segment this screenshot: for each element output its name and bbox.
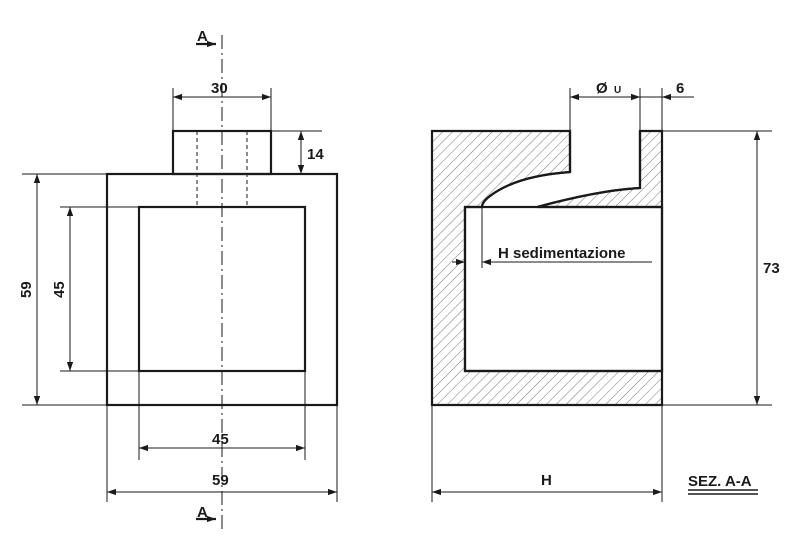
cavity-chamber: [463, 205, 664, 373]
dim-top-width: 30: [211, 80, 228, 97]
dim-outer-height: 59: [18, 281, 35, 298]
body-outline: [105, 172, 339, 407]
dim-height: 73: [763, 260, 780, 277]
inner-window: [137, 205, 307, 373]
section-mark-top-label: A: [197, 28, 208, 45]
dim-top-height: 14: [307, 146, 324, 163]
dim-inner-height: 45: [51, 281, 68, 298]
dim-sediment-label: H sedimentazione: [498, 245, 626, 262]
dim-inner-width: 45: [212, 431, 229, 448]
section-title: SEZ. A-A: [688, 473, 752, 490]
section-hatched-body: [430, 129, 664, 407]
section-mark-bottom-label: A: [197, 504, 208, 521]
dim-width: H: [541, 472, 552, 489]
cavity-neck-right: [536, 131, 642, 209]
dim-diameter-symbol: Ø: [596, 80, 608, 97]
front-view: A A 30 14 59: [18, 28, 339, 530]
cavity-neck-left: [480, 131, 572, 208]
section-view: Ø U 6 73 H sedimentazione H SEZ. A-A: [430, 80, 780, 502]
dim-diameter-sub: U: [614, 85, 621, 96]
dim-wall: 6: [676, 80, 684, 97]
dim-outer-width: 59: [212, 472, 229, 489]
